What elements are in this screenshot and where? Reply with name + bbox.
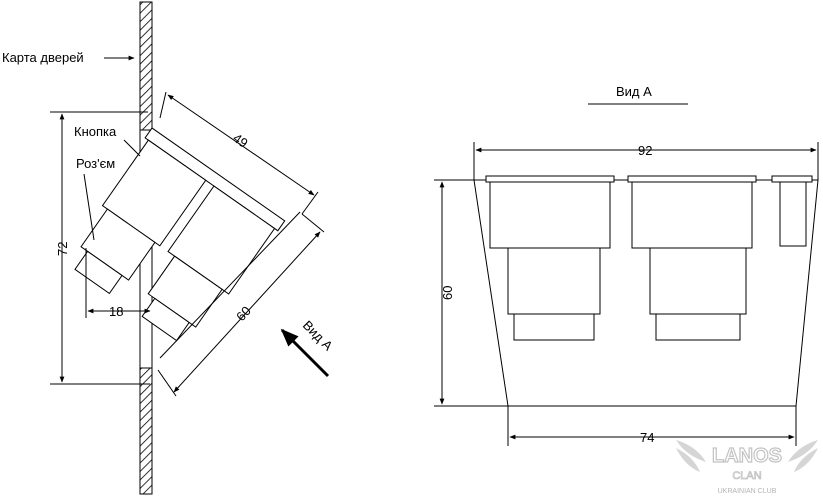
connector-label: Роз'єм xyxy=(76,156,115,171)
door-panel-wall-lower xyxy=(139,367,153,495)
dim-49-label: 49 xyxy=(230,130,250,151)
left-connector-lower xyxy=(513,313,595,341)
middle-button-top-plate xyxy=(627,175,757,183)
left-button-top-plate xyxy=(485,175,615,183)
watermark-brand: LANOS xyxy=(712,445,782,467)
front-view: Вид А 92 60 74 xyxy=(434,84,819,446)
dim-72-label: 72 xyxy=(55,242,70,256)
view-a-arrow xyxy=(280,328,330,378)
right-button-body xyxy=(779,181,807,247)
button-label: Кнопка xyxy=(74,124,117,139)
dim-60-label: 60 xyxy=(233,303,254,324)
door-panel-label: Карта дверей xyxy=(2,50,84,65)
dim-74-label: 74 xyxy=(640,430,654,445)
watermark-sub: CLAN xyxy=(732,470,761,482)
left-connector-upper xyxy=(507,247,601,315)
view-a-title: Вид А xyxy=(616,84,652,99)
dim-92-label: 92 xyxy=(638,143,652,158)
watermark-tagline: UKRAINIAN CLUB xyxy=(718,488,777,495)
dim-60-front-label: 60 xyxy=(440,286,455,300)
left-button-body xyxy=(489,181,611,249)
dim-18-label: 18 xyxy=(109,304,123,319)
middle-connector-lower xyxy=(655,313,741,341)
door-panel-wall-upper xyxy=(139,1,153,131)
side-view: Карта дверей Кнопка Роз'єм 72 18 xyxy=(2,1,336,495)
right-button-top-plate xyxy=(771,175,813,183)
view-a-arrow-label: Вид А xyxy=(300,318,336,354)
middle-connector-upper xyxy=(649,247,747,315)
lanos-clan-watermark: LANOS CLAN UKRAINIAN CLUB xyxy=(676,440,818,495)
middle-button-body xyxy=(631,181,753,249)
